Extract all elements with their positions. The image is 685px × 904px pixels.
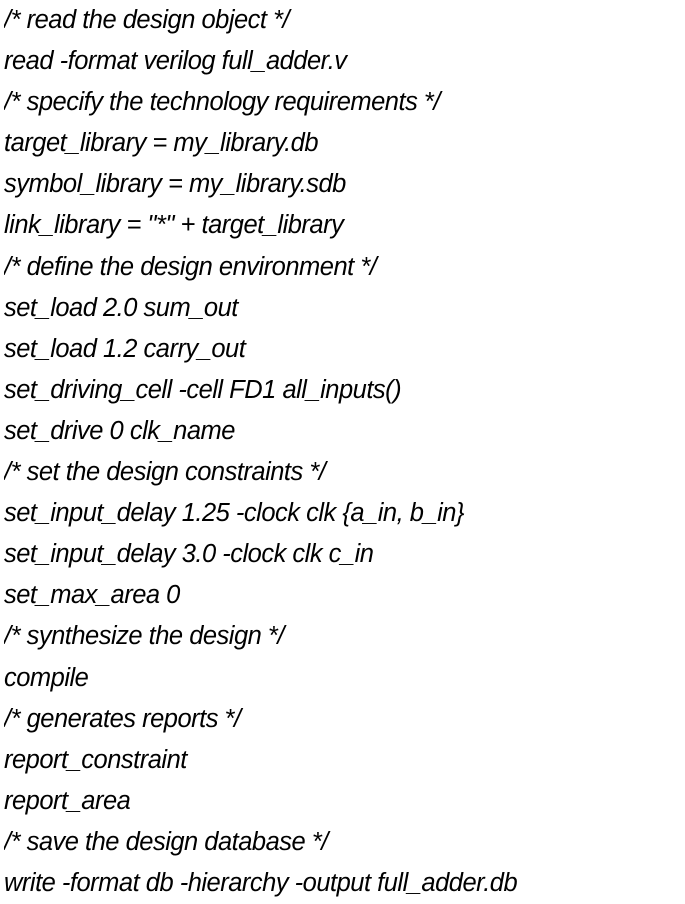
command-input-delay-ab: set_input_delay 1.25 -clock clk {a_in, b… <box>4 499 465 528</box>
command-compile: compile <box>4 663 89 692</box>
command-set-max-area: set_max_area 0 <box>4 581 180 610</box>
comment-design-environment: /* define the design environment */ <box>4 252 377 281</box>
command-link-library: link_library = "*" + target_library <box>4 211 344 240</box>
command-symbol-library: symbol_library = my_library.sdb <box>4 170 346 199</box>
command-set-driving-cell: set_driving_cell -cell FD1 all_inputs() <box>4 375 402 404</box>
command-write-db: write -format db -hierarchy -output full… <box>4 868 518 897</box>
comment-save-database: /* save the design database */ <box>4 827 328 856</box>
command-set-drive: set_drive 0 clk_name <box>4 416 235 445</box>
comment-reports: /* generates reports */ <box>4 704 241 733</box>
comment-read-design: /* read the design object */ <box>4 6 290 34</box>
command-target-library: target_library = my_library.db <box>4 129 319 158</box>
synthesis-script: /* read the design object */ read -forma… <box>4 0 682 904</box>
comment-technology-requirements: /* specify the technology requirements *… <box>4 88 440 117</box>
command-set-load-sum: set_load 2.0 sum_out <box>4 293 238 322</box>
command-report-constraint: report_constraint <box>4 745 187 774</box>
comment-design-constraints: /* set the design constraints */ <box>4 458 326 487</box>
comment-synthesize: /* synthesize the design */ <box>4 622 284 651</box>
command-set-load-carry: set_load 1.2 carry_out <box>4 334 246 363</box>
command-report-area: report_area <box>4 786 131 815</box>
command-read-verilog: read -format verilog full_adder.v <box>4 47 347 76</box>
command-input-delay-c: set_input_delay 3.0 -clock clk c_in <box>4 540 374 569</box>
